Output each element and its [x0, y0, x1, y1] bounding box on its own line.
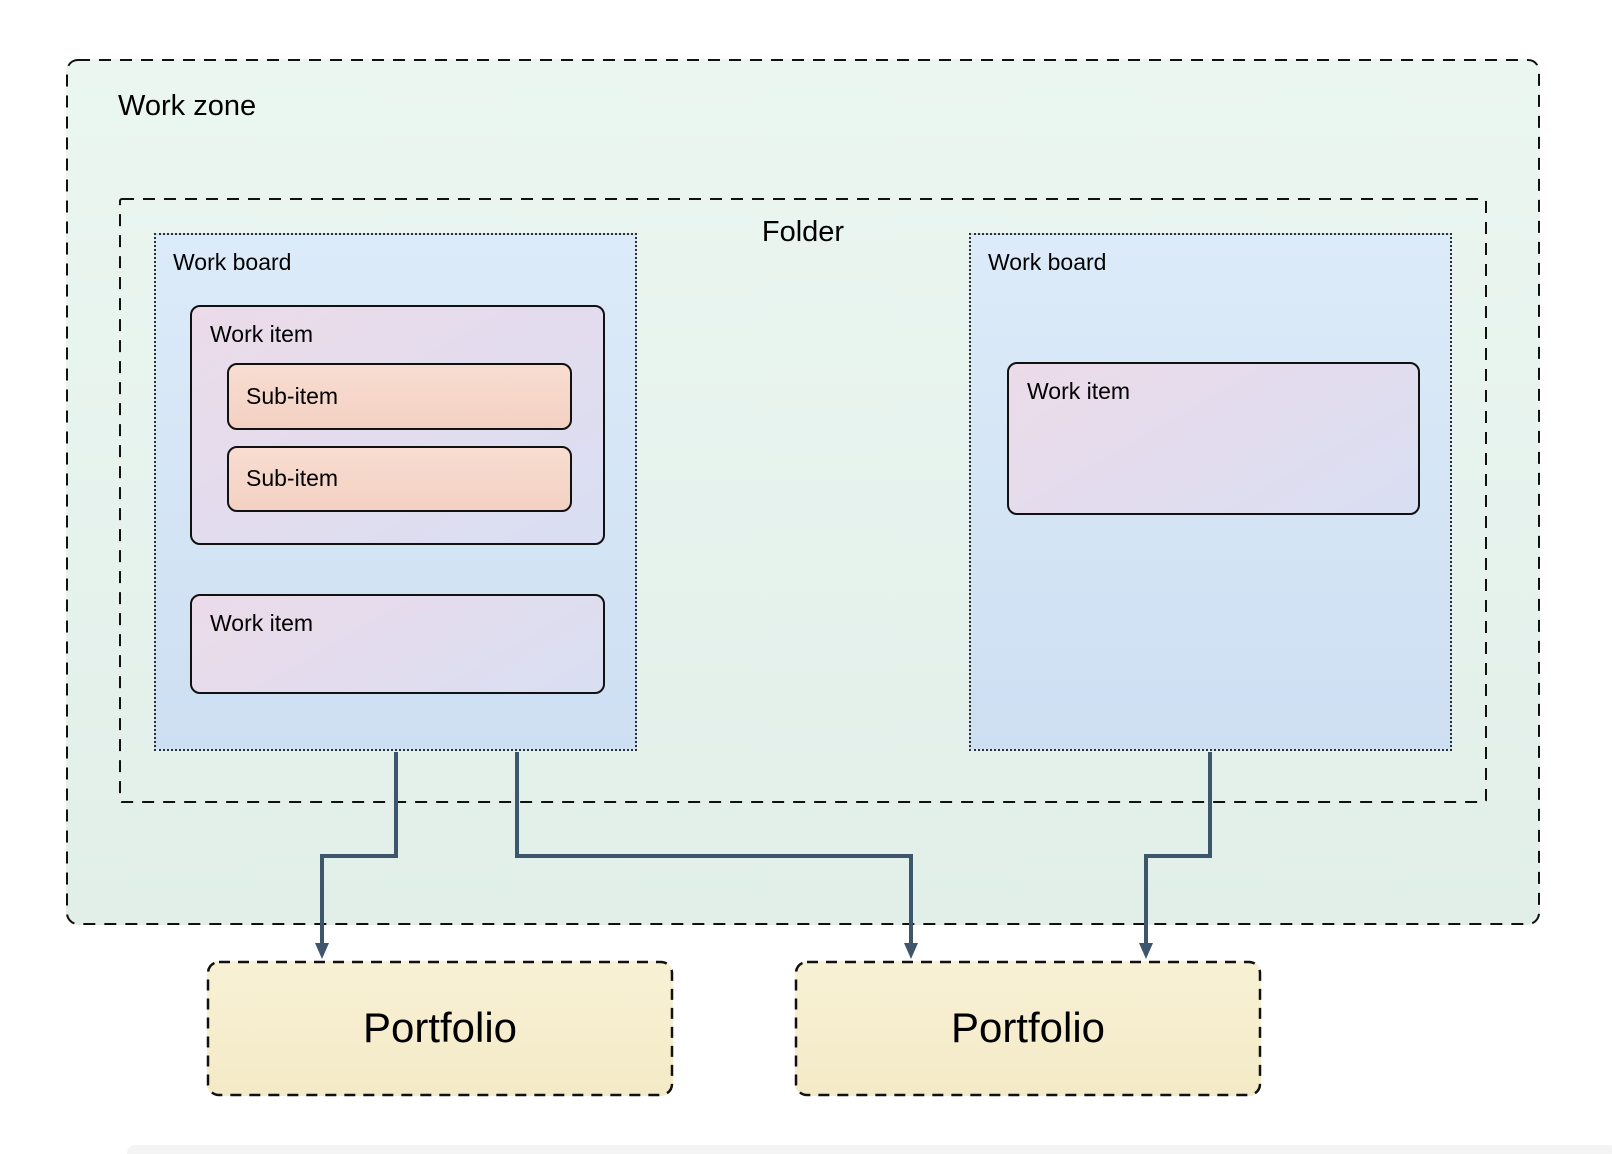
work-zone-container: Work zone Folder Work board Work item Su…: [66, 59, 1540, 925]
sub-item-1: Sub-item: [227, 363, 572, 430]
work-item-bottom: Work item: [190, 594, 605, 694]
sub-item-2: Sub-item: [227, 446, 572, 512]
work-item-right-label: Work item: [1027, 378, 1131, 404]
work-item-label: Work item: [210, 321, 314, 347]
folder-container: Folder Work board Work item Sub-item Sub…: [119, 198, 1487, 803]
work-zone-label: Work zone: [118, 90, 257, 122]
portfolio-left-label: Portfolio: [362, 1004, 518, 1052]
sub-item-1-label: Sub-item: [246, 382, 339, 409]
work-item-with-subitems: Work item Sub-item Sub-item: [190, 305, 605, 545]
bottom-cropped-shape: [127, 1145, 1612, 1154]
work-board-right: Work board Work item: [969, 233, 1452, 751]
sub-item-2-label: Sub-item: [246, 465, 339, 492]
arrowhead-portfolioright-2: [1139, 943, 1153, 959]
arrowhead-portfolioright-1: [904, 943, 918, 959]
portfolio-left: Portfolio: [207, 961, 673, 1096]
arrowhead-portfolioleft: [315, 943, 329, 959]
work-board-right-label: Work board: [988, 249, 1107, 275]
work-item-bottom-label: Work item: [210, 610, 314, 636]
work-board-left: Work board Work item Sub-item Sub-item W…: [154, 233, 637, 751]
portfolio-right: Portfolio: [795, 961, 1261, 1096]
work-board-left-label: Work board: [173, 249, 292, 275]
portfolio-right-label: Portfolio: [950, 1004, 1106, 1052]
work-item-right: Work item: [1007, 362, 1420, 515]
